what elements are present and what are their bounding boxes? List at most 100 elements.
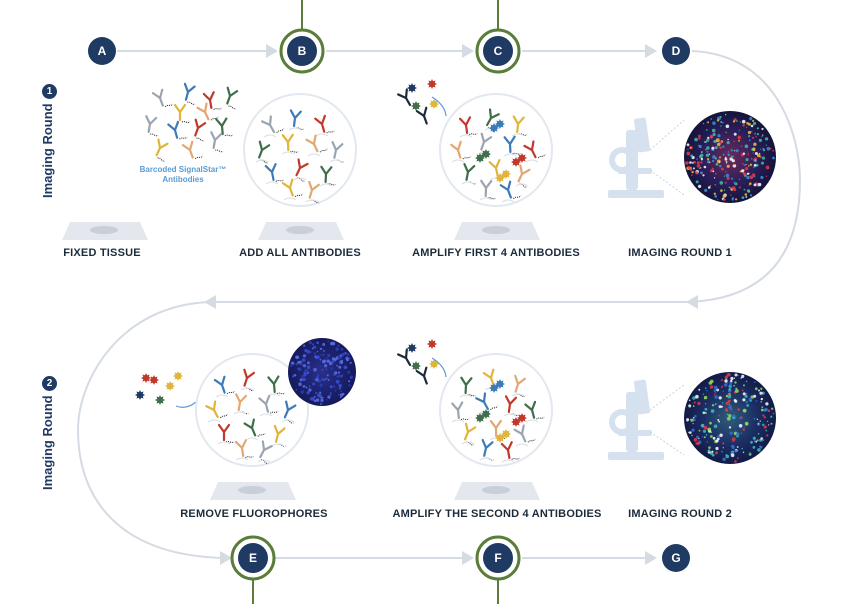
antibody-icon <box>196 102 219 121</box>
antibody-icon <box>226 86 239 110</box>
fluorophore-removed-cluster <box>135 371 183 405</box>
step-badge-d: D <box>662 37 690 65</box>
step-badge-c: C <box>475 28 521 74</box>
step-badge-g: G <box>662 544 690 572</box>
antibody-icon <box>181 140 204 160</box>
round-number-2: 2 <box>42 376 57 392</box>
fluorophore-icon <box>411 361 421 371</box>
antibody-icon <box>475 392 499 411</box>
imaging-result-round-1 <box>684 111 776 203</box>
step-badge-e: E <box>230 535 276 581</box>
arrowhead-e <box>220 551 232 565</box>
fluorophore-icon <box>495 379 505 389</box>
step-letter-b: B <box>298 44 307 58</box>
fluorophore-icon <box>429 359 439 369</box>
antibody-icon <box>295 158 309 182</box>
step-badge-a: A <box>88 37 116 65</box>
antibody-icon <box>458 116 478 136</box>
antibody-icon <box>513 424 536 443</box>
caption-line-1: Barcoded SignalStar™ <box>139 165 227 174</box>
well-e <box>195 353 309 500</box>
fluorophore-cluster-f <box>397 339 439 385</box>
fluorophore-icon <box>495 433 505 443</box>
antibody-icon <box>305 134 328 153</box>
antibody-icon <box>217 423 235 443</box>
antibody-icon <box>450 140 471 160</box>
antibody-icon <box>258 394 279 414</box>
caption-line-2: Antibodies <box>162 175 204 184</box>
arrow-heads <box>204 44 698 565</box>
step-label-b: ADD ALL ANTIBODIES <box>239 247 361 259</box>
antibody-icon <box>397 88 412 107</box>
round-label-1-text: Imaging Round <box>40 103 55 198</box>
arrowhead-g <box>645 551 657 565</box>
fluorophore-icon <box>495 119 505 129</box>
round-label-2-text: Imaging Round <box>40 395 55 490</box>
antibody-icon <box>155 138 169 162</box>
antibody-icon <box>308 180 320 204</box>
step-letter-e: E <box>249 551 257 565</box>
fluorophore-icon <box>173 371 183 381</box>
antibodies-caption: Barcoded SignalStar™ Antibodies <box>118 165 248 185</box>
fluorophore-icon <box>481 409 491 419</box>
step-letter-f: F <box>494 551 501 565</box>
fluorophore-icon <box>495 173 505 183</box>
well-c <box>439 93 553 240</box>
fluorophore-cluster-c <box>397 79 439 125</box>
fluorophore-icon <box>475 153 485 163</box>
fluorophore-icon <box>155 395 165 405</box>
antibody-icon <box>151 88 174 108</box>
antibody-icon <box>415 366 428 385</box>
antibody-icon <box>145 115 159 137</box>
antibody-icon <box>205 400 228 419</box>
antibody-icon <box>503 135 521 155</box>
antibody-icon <box>267 375 286 395</box>
fluorophore-icon <box>489 123 499 133</box>
arrow-d-return <box>689 50 802 303</box>
antibody-icon <box>512 115 528 136</box>
dark-tissue-image <box>288 338 356 406</box>
step-label-f: AMPLIFY THE SECOND 4 ANTIBODIES <box>392 508 602 520</box>
fluorophore-icon <box>511 417 521 427</box>
arrowhead-f <box>462 551 474 565</box>
antibody-icon <box>499 180 522 199</box>
antibody-icon <box>194 118 207 142</box>
microscope-beam-1b <box>649 169 685 196</box>
antibody-icon <box>283 400 297 424</box>
antibody-icon <box>523 140 546 159</box>
fluorophore-icon <box>481 149 491 159</box>
fluorophore-icon <box>407 83 417 93</box>
step-letter-g: G <box>671 551 680 565</box>
antibody-icon <box>517 164 531 188</box>
fluorophore-icon <box>517 413 527 423</box>
step-letter-a: A <box>98 44 107 58</box>
round-label-1: Imaging Round 1 <box>40 84 57 198</box>
step-label-d: IMAGING ROUND 1 <box>628 247 732 259</box>
antibody-icon <box>314 114 335 134</box>
arrowhead-c <box>462 44 474 58</box>
fluorophore-icon <box>475 413 485 423</box>
fluorophore-icon <box>407 343 417 353</box>
arrowhead-d <box>645 44 657 58</box>
fluorophore-icon <box>149 375 159 385</box>
fluorophore-icon <box>427 79 437 89</box>
round-number-1: 1 <box>42 84 57 100</box>
step-label-g: IMAGING ROUND 2 <box>628 508 732 520</box>
fluorophore-icon <box>511 157 521 167</box>
antibody-icon <box>215 117 234 137</box>
fluorophore-icon <box>411 101 421 111</box>
fluorophore-icon <box>501 429 511 439</box>
step-badge-f: F <box>475 535 521 581</box>
antibody-icon <box>261 115 285 134</box>
microscope-beam-2 <box>649 384 685 411</box>
flow-arrows <box>76 50 802 559</box>
step-label-c: AMPLIFY FIRST 4 ANTIBODIES <box>412 247 580 259</box>
antibody-icon <box>210 131 224 153</box>
microscope-icon <box>608 117 664 198</box>
free-antibodies-cluster <box>145 82 239 162</box>
fluorophore-icon <box>427 339 437 349</box>
antibody-icon <box>183 82 196 105</box>
fluorophore-icon <box>141 373 151 383</box>
